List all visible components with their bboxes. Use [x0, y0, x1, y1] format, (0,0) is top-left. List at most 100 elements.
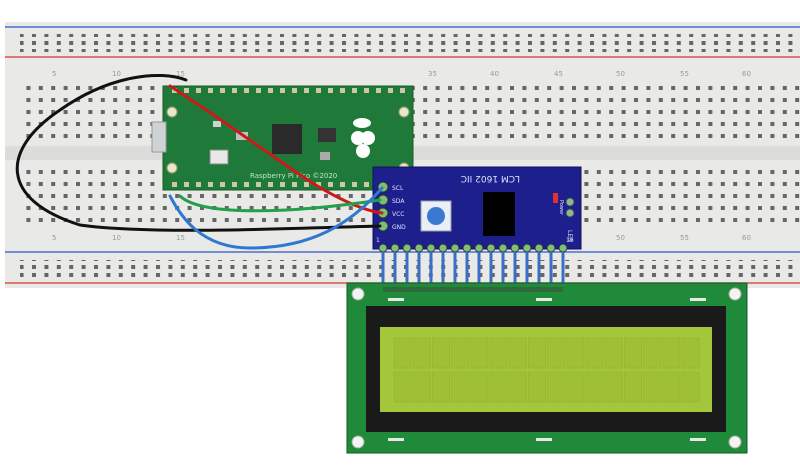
led-jumper-pin — [565, 197, 575, 207]
lcd-mount-hole — [351, 435, 365, 449]
lcd-character-cell — [624, 371, 642, 403]
pin1-label: 1 — [376, 237, 380, 244]
lcd-character-cell — [662, 337, 681, 369]
smd-component — [213, 121, 221, 127]
top-power-rail-holes — [20, 34, 800, 52]
module-pin — [402, 243, 412, 253]
module-pin — [462, 243, 472, 253]
bottom-power-rail-holes — [20, 260, 800, 278]
lcd-character-cell — [604, 371, 623, 403]
column-number: 55 — [680, 70, 689, 78]
lcd-character-cell — [604, 337, 623, 369]
lcd-character-grid — [393, 337, 700, 403]
module-pin — [498, 243, 508, 253]
lcd-mount-hole — [728, 435, 742, 449]
column-number: 50 — [616, 234, 625, 242]
module-pin — [474, 243, 484, 253]
column-number: 50 — [616, 70, 625, 78]
lcd-character-cell — [681, 371, 700, 403]
pin-label-gnd: GND — [392, 224, 406, 231]
flash-chip — [318, 128, 336, 142]
lcd-character-cell — [412, 337, 431, 369]
lcd-character-cell — [451, 371, 470, 403]
bootsel-button — [209, 149, 229, 165]
pin16-label: 16 — [566, 237, 574, 244]
module-pin — [534, 243, 544, 253]
column-number: 10 — [112, 234, 121, 242]
lcd-character-cell — [528, 371, 546, 403]
lcd-character-cell — [508, 371, 527, 403]
column-number: 35 — [428, 70, 437, 78]
column-number: 15 — [176, 234, 185, 242]
lcd-character-cell — [585, 337, 604, 369]
pico-mount-hole — [166, 162, 178, 174]
lcd-character-cell — [451, 337, 470, 369]
column-number: 15 — [176, 70, 185, 78]
lcd-character-cell — [528, 337, 546, 369]
module-pin — [426, 243, 436, 253]
lcd-mount-hole — [351, 287, 365, 301]
wires — [15, 74, 384, 250]
lcd-character-cell — [681, 337, 700, 369]
column-number: 45 — [554, 70, 563, 78]
column-number: 5 — [52, 234, 56, 242]
lcd-character-cell — [643, 371, 662, 403]
module-pin — [438, 243, 448, 253]
lcd-character-cell — [432, 371, 450, 403]
column-number: 60 — [742, 234, 751, 242]
pcf8574-chip — [483, 192, 515, 236]
column-numbers-top: 5 10 15 35 40 45 50 55 60 — [52, 70, 751, 78]
power-label: Power — [558, 200, 564, 216]
smd-component — [320, 152, 330, 160]
module-pin — [558, 243, 568, 253]
raspberry-pi-pico: Raspberry Pi Pico ©2020 — [151, 85, 414, 191]
i2c-pin-labels: SCL SDA VCC GND — [392, 185, 406, 231]
pin-label-sda: SDA — [392, 198, 405, 205]
blue-wire — [168, 186, 384, 250]
lcd-character-cell — [585, 371, 604, 403]
led-label: LED — [566, 230, 573, 242]
lcd-character-cell — [470, 337, 489, 369]
raspberry-pi-logo-icon — [351, 118, 375, 158]
lcd-mount-hole — [728, 287, 742, 301]
usb-connector — [151, 121, 167, 153]
column-number: 5 — [52, 70, 56, 78]
i2c-board — [372, 166, 582, 250]
lcd-bottom-marks — [388, 298, 706, 441]
lcd-1602 — [346, 282, 748, 454]
green-wire — [178, 194, 382, 213]
module-pin — [414, 243, 424, 253]
pico-pins-bottom — [172, 182, 405, 187]
i2c-backpack-module: LCM 1602 IIC Power LED 16 1 SCL SDA VCC … — [372, 166, 582, 253]
power-led — [553, 193, 558, 203]
lcd-character-cell — [566, 371, 585, 403]
lcd-character-cell — [508, 337, 527, 369]
module-pin — [546, 243, 556, 253]
pico-mount-hole — [166, 106, 178, 118]
lcd-character-cell — [624, 337, 642, 369]
lcd-pin-row — [383, 287, 563, 292]
lcd-character-cell — [470, 371, 489, 403]
lcd-character-cell — [393, 371, 412, 403]
lcd-character-cell — [662, 371, 681, 403]
module-pin — [390, 243, 400, 253]
lcd-character-cell — [489, 371, 508, 403]
column-number: 40 — [490, 70, 499, 78]
potentiometer-knob-icon — [427, 207, 445, 225]
module-pin — [378, 243, 388, 253]
lcd-character-cell — [547, 337, 566, 369]
module-pin — [450, 243, 460, 253]
column-number: 55 — [680, 234, 689, 242]
pin-label-vcc: VCC — [392, 211, 404, 218]
lcd-character-cell — [643, 337, 662, 369]
column-number: 60 — [742, 70, 751, 78]
lcd-character-cell — [432, 337, 450, 369]
rp2040-chip — [272, 124, 302, 154]
lcd-character-cell — [412, 371, 431, 403]
module-pin — [486, 243, 496, 253]
lcd-character-cell — [547, 371, 566, 403]
module-pin — [510, 243, 520, 253]
module-pin — [522, 243, 532, 253]
lcd-character-cell — [393, 337, 412, 369]
